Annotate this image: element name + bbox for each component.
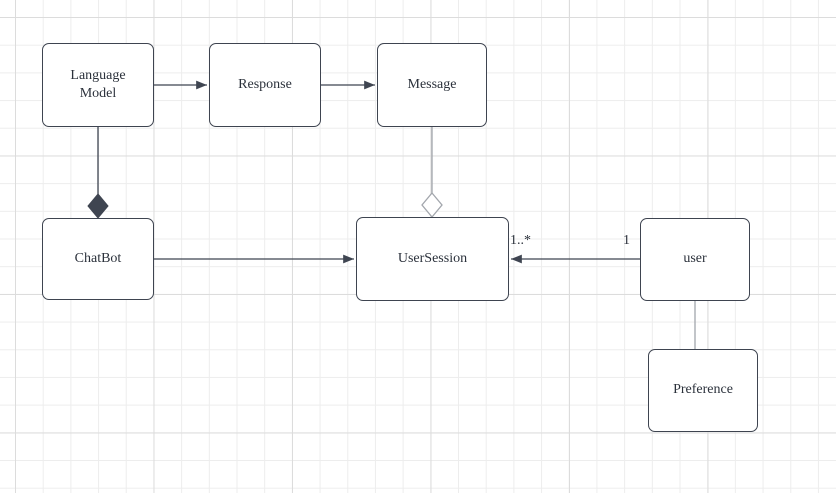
node-preference[interactable]: Preference <box>648 349 758 432</box>
node-user[interactable]: user <box>640 218 750 301</box>
node-user-label: user <box>683 251 707 267</box>
composition-diamond-icon[interactable] <box>87 193 109 219</box>
node-usersession[interactable]: UserSession <box>356 217 509 301</box>
multiplicity-label-source[interactable]: 1 <box>623 233 630 248</box>
node-language-model[interactable]: Language Model <box>42 43 154 127</box>
node-preference-label: Preference <box>673 382 733 398</box>
node-message-label: Message <box>407 76 457 92</box>
node-usersession-label: UserSession <box>397 250 468 266</box>
node-chatbot-label: ChatBot <box>74 250 122 266</box>
node-language-model-label: Language Model <box>70 67 126 101</box>
aggregation-diamond-icon[interactable] <box>421 191 443 219</box>
multiplicity-label-target[interactable]: 1..* <box>510 233 531 248</box>
node-message[interactable]: Message <box>377 43 487 127</box>
node-response[interactable]: Response <box>209 43 321 127</box>
node-chatbot[interactable]: ChatBot <box>42 218 154 300</box>
node-response-label: Response <box>238 76 292 92</box>
